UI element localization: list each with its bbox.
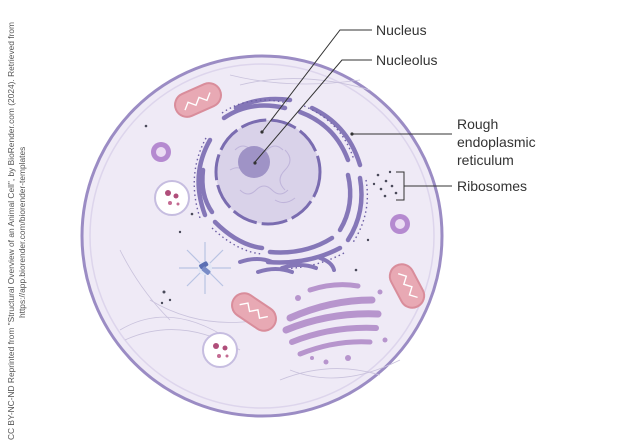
mitochondria bbox=[174, 82, 426, 332]
vacuole-small-left bbox=[151, 142, 171, 162]
leader-nucleolus-dot bbox=[253, 161, 257, 165]
mitochondrion-bottom-left bbox=[231, 292, 277, 332]
cell bbox=[80, 54, 444, 418]
leader-nucleolus bbox=[254, 59, 372, 163]
lysosome-left bbox=[154, 180, 190, 216]
vacuole-small-right bbox=[390, 214, 410, 234]
label-nucleus: Nucleus bbox=[376, 22, 427, 38]
label-ribosomes: Ribosomes bbox=[457, 178, 527, 194]
mitochondrion-right bbox=[388, 263, 426, 309]
label-rer-line1: Rough bbox=[457, 116, 498, 132]
cell-membrane bbox=[80, 54, 444, 418]
lysosome-bottom bbox=[202, 332, 238, 368]
nuclear-envelope bbox=[214, 118, 322, 226]
centrosome bbox=[179, 242, 231, 294]
credit-text: CC BY-NC-ND Reprinted from "Structural O… bbox=[6, 22, 27, 440]
smooth-er bbox=[238, 256, 336, 274]
chromatin bbox=[229, 145, 296, 204]
label-nucleolus: Nucleolus bbox=[376, 52, 437, 68]
golgi-vesicles bbox=[295, 289, 388, 365]
credit-line-1: CC BY-NC-ND Reprinted from "Structural O… bbox=[6, 22, 16, 440]
mitochondrion-top-left bbox=[174, 82, 222, 118]
cell-membrane-inner bbox=[89, 63, 435, 409]
leader-lines bbox=[254, 29, 452, 201]
nucleus bbox=[214, 118, 322, 226]
vesicles bbox=[151, 142, 410, 368]
leader-nucleus bbox=[261, 29, 372, 133]
label-rer-line3: reticulum bbox=[457, 152, 514, 168]
golgi-apparatus bbox=[282, 282, 382, 357]
leader-nucleus-dot bbox=[260, 130, 264, 134]
labels: Nucleus Nucleolus Rough endoplasmic reti… bbox=[376, 22, 536, 194]
label-rer-line2: endoplasmic bbox=[457, 134, 536, 150]
rough-er bbox=[196, 96, 364, 265]
leader-rough-er-dot bbox=[350, 132, 354, 136]
credit-line-2: https://app.biorender.com/biorender-temp… bbox=[17, 147, 27, 318]
free-ribosomes bbox=[144, 124, 398, 305]
